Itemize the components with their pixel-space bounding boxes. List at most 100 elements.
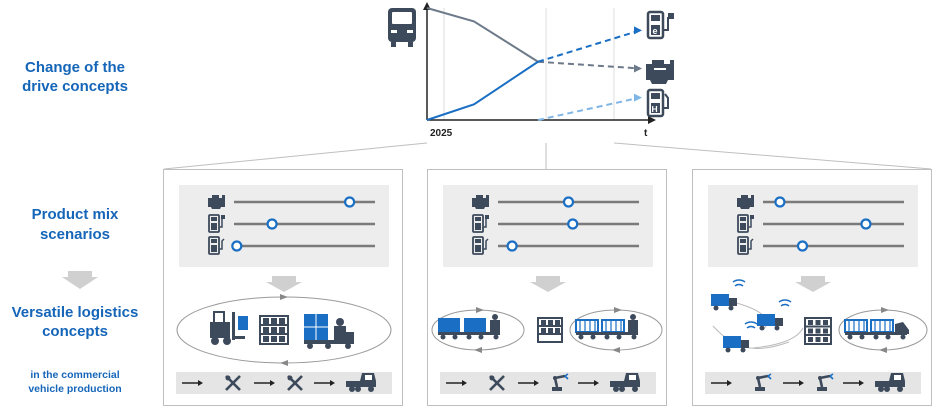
slider-row[interactable] (737, 195, 904, 209)
hydrogen-pump-icon (472, 236, 489, 255)
hydrogen-pump-icon: H (646, 88, 669, 118)
logistics-loop (838, 309, 928, 351)
down-arrow-icon (266, 276, 302, 292)
svg-text:H: H (652, 104, 658, 114)
slider-box (179, 185, 389, 267)
slider-knob[interactable] (860, 218, 872, 230)
logistics-loop (176, 296, 392, 364)
engine-icon (208, 195, 225, 209)
hydrogen-pump-icon (737, 236, 754, 255)
truck-cab-icon (610, 373, 640, 392)
label-line: concepts (42, 323, 108, 340)
agv-path (752, 327, 804, 349)
label-line: Versatile logistics (11, 304, 139, 321)
scenario-panel-1 (163, 169, 403, 406)
loop-arrow-icon (280, 360, 288, 366)
hydrogen-pump-icon (208, 236, 225, 255)
series-arrow-battery-electric (634, 26, 642, 35)
loop-arrow-icon (881, 307, 889, 313)
series-forecast-combustion-engine (537, 60, 641, 70)
slider-knob[interactable] (231, 240, 243, 252)
engine-icon (737, 195, 754, 209)
flow-arrow-icon (182, 380, 203, 386)
forklift-icon (210, 311, 248, 345)
slider-row[interactable] (208, 214, 375, 233)
slider-row[interactable] (208, 195, 375, 209)
drive-concepts-chart: 2025 t e H (163, 2, 932, 170)
label-product-mix-scenarios: Product mix scenarios (0, 205, 150, 245)
agv-truck-icon (711, 279, 746, 311)
production-line (705, 372, 921, 394)
flow-arrow-icon (711, 380, 732, 386)
shelf-icon (804, 317, 832, 345)
slider-knob[interactable] (774, 196, 786, 208)
tugger-train-icon (575, 314, 638, 340)
slider-group (208, 195, 375, 255)
label-commercial-vehicle: in the commercial vehicle production (0, 368, 150, 396)
production-line (176, 372, 392, 394)
slider-group (472, 195, 639, 255)
engine-icon (472, 195, 489, 209)
agv-truck-icon (757, 299, 792, 331)
loop-arrow-icon (612, 347, 620, 353)
scenario-panel-3 (692, 169, 932, 406)
series-forecast-battery-electric (537, 29, 641, 63)
flow-arrow-icon (446, 380, 467, 386)
engine-icon (646, 60, 674, 84)
tugger-train-icon (844, 319, 909, 340)
slider-knob[interactable] (344, 196, 356, 208)
connector-line (163, 142, 428, 170)
logistics-loop (431, 309, 525, 351)
connector-line (613, 142, 932, 170)
label-line: scenarios (39, 226, 111, 243)
flow-arrow-icon (314, 380, 335, 386)
robot-arm-icon (755, 373, 772, 391)
slider-row[interactable] (472, 236, 639, 255)
slider-knob[interactable] (266, 218, 278, 230)
down-arrow-icon (530, 276, 566, 292)
svg-text:e: e (653, 26, 658, 36)
agv-path (712, 325, 790, 349)
shelf-icon (537, 317, 563, 343)
truck-icon (388, 8, 416, 47)
label-line: Product mix (31, 206, 119, 223)
robot-arm-icon (817, 373, 834, 391)
label-line: Change of the (25, 59, 125, 76)
slider-row[interactable] (737, 214, 904, 233)
slider-knob[interactable] (567, 218, 579, 230)
shelf-icon (259, 315, 289, 345)
label-line: drive concepts (22, 78, 128, 95)
down-arrow-icon (795, 276, 831, 292)
x-tick-label: 2025 (430, 128, 453, 139)
slider-box (443, 185, 653, 267)
x-axis-arrow (648, 116, 656, 124)
series-line-battery-electric (426, 60, 539, 121)
slider-knob[interactable] (562, 196, 575, 208)
slider-group (737, 195, 904, 255)
tugger-train-icon (304, 314, 354, 349)
slider-row[interactable] (737, 236, 904, 255)
production-line (440, 372, 656, 394)
robot-arm-icon (552, 373, 569, 391)
label-line: vehicle production (28, 383, 122, 395)
loop-arrow-icon (474, 347, 482, 353)
slider-row[interactable] (208, 236, 375, 255)
logistics-loop (569, 309, 663, 351)
truck-cab-icon (346, 373, 376, 392)
scenario-panel-2 (427, 169, 667, 406)
slider-knob[interactable] (506, 240, 518, 252)
agv-truck-icon (723, 321, 758, 353)
series-arrow-hydrogen (634, 93, 642, 102)
series-line-hydrogen (537, 96, 641, 121)
loop-arrow-icon (614, 307, 622, 313)
series-line-combustion-engine (426, 7, 539, 63)
slider-knob[interactable] (796, 240, 809, 252)
loop-arrow-icon (879, 347, 887, 353)
slider-row[interactable] (472, 214, 639, 233)
tugger-train-icon (438, 314, 500, 340)
series-arrow-combustion-engine (634, 64, 642, 73)
battery-charger-icon (472, 214, 489, 233)
flow-arrow-icon (843, 380, 864, 386)
tool-icon (225, 375, 241, 391)
slider-row[interactable] (472, 195, 639, 209)
